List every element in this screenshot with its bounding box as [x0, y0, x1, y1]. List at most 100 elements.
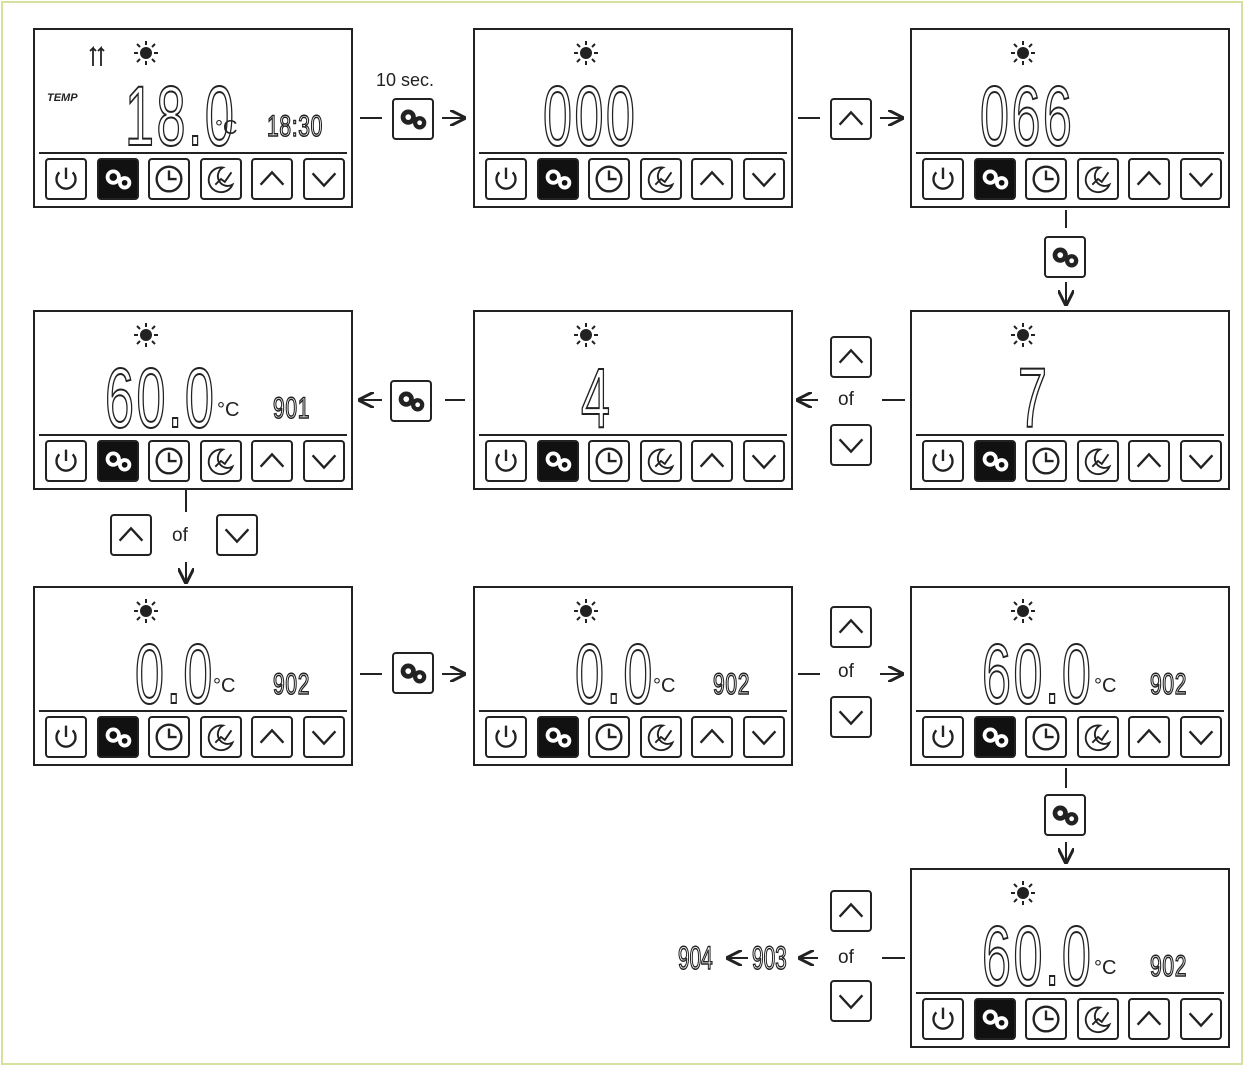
clock-button[interactable]: [148, 158, 190, 200]
power-button[interactable]: [45, 440, 87, 482]
settings-button[interactable]: [973, 158, 1016, 200]
clock-button[interactable]: [148, 440, 190, 482]
up-button[interactable]: [1128, 998, 1170, 1040]
clock-button[interactable]: [588, 440, 630, 482]
down-button[interactable]: [742, 158, 785, 200]
unit-label: °C: [1094, 675, 1117, 697]
settings-button[interactable]: [96, 440, 139, 482]
power-button[interactable]: [922, 440, 964, 482]
up-button-ext[interactable]: [830, 98, 872, 140]
down-button[interactable]: [1179, 716, 1222, 758]
sun-icon: [133, 322, 159, 348]
program-button[interactable]: [1076, 158, 1119, 200]
up-button[interactable]: [251, 716, 293, 758]
up-button[interactable]: [1128, 158, 1170, 200]
sun-icon: [1010, 40, 1036, 66]
up-button[interactable]: [1128, 440, 1170, 482]
settings-button-ext[interactable]: [392, 652, 434, 694]
settings-button[interactable]: [973, 998, 1016, 1040]
power-button[interactable]: [45, 158, 87, 200]
chevron-down-icon: [1188, 172, 1213, 188]
chevron-up-icon: [259, 452, 285, 468]
thermostat-display-p3: 066: [910, 28, 1230, 208]
gears-icon: [975, 442, 1014, 480]
settings-button[interactable]: [96, 716, 139, 758]
up-button[interactable]: [691, 158, 733, 200]
down-button-ext[interactable]: [830, 980, 872, 1022]
down-button-ext[interactable]: [830, 424, 872, 466]
down-button[interactable]: [1179, 998, 1222, 1040]
down-button[interactable]: [742, 440, 785, 482]
button-row: [39, 152, 347, 202]
program-button[interactable]: [199, 440, 242, 482]
down-button[interactable]: [302, 440, 345, 482]
up-button-ext[interactable]: [110, 514, 152, 556]
up-button[interactable]: [251, 158, 293, 200]
power-button[interactable]: [485, 716, 527, 758]
down-button[interactable]: [302, 716, 345, 758]
clock-icon: [1032, 723, 1060, 751]
program-button[interactable]: [1076, 440, 1119, 482]
sun-icon: [573, 598, 599, 624]
clock-button[interactable]: [588, 716, 630, 758]
chevron-down-icon: [311, 730, 336, 746]
clock-button[interactable]: [1025, 440, 1067, 482]
thermostat-display-p6: 7: [910, 310, 1230, 490]
settings-button[interactable]: [973, 440, 1016, 482]
down-button-ext[interactable]: [216, 514, 258, 556]
settings-button-ext[interactable]: [392, 98, 434, 140]
power-icon: [932, 167, 954, 190]
down-button[interactable]: [1179, 440, 1222, 482]
up-button-ext[interactable]: [830, 890, 872, 932]
program-button[interactable]: [199, 158, 242, 200]
chevron-up-icon: [118, 526, 144, 542]
chevron-up-icon: [1136, 452, 1162, 468]
clock-icon: [155, 165, 183, 193]
up-button[interactable]: [251, 440, 293, 482]
power-button[interactable]: [922, 716, 964, 758]
thermostat-display-p5: 4: [473, 310, 793, 490]
down-button-ext[interactable]: [830, 696, 872, 738]
clock-button[interactable]: [148, 716, 190, 758]
settings-button[interactable]: [973, 716, 1016, 758]
clock-button[interactable]: [1025, 998, 1067, 1040]
power-button[interactable]: [485, 440, 527, 482]
program-button[interactable]: [639, 158, 682, 200]
gears-icon: [1052, 247, 1079, 268]
chevron-up-icon: [259, 728, 285, 744]
sun-icon: [1010, 598, 1036, 624]
power-button[interactable]: [485, 158, 527, 200]
program-button[interactable]: [1076, 998, 1119, 1040]
program-button[interactable]: [639, 716, 682, 758]
power-button[interactable]: [922, 158, 964, 200]
power-button[interactable]: [45, 716, 87, 758]
program-button[interactable]: [639, 440, 682, 482]
up-button-ext[interactable]: [830, 606, 872, 648]
down-button[interactable]: [742, 716, 785, 758]
up-button[interactable]: [691, 440, 733, 482]
clock-button[interactable]: [588, 158, 630, 200]
moon-chart-icon: [1084, 1006, 1111, 1034]
up-button-ext[interactable]: [830, 336, 872, 378]
down-button[interactable]: [1179, 158, 1222, 200]
clock-button[interactable]: [1025, 716, 1067, 758]
settings-button-ext[interactable]: [390, 380, 432, 422]
button-row: [479, 434, 787, 484]
settings-button[interactable]: [536, 440, 579, 482]
settings-button-ext[interactable]: [1044, 794, 1086, 836]
power-button[interactable]: [922, 998, 964, 1040]
gears-icon: [538, 718, 577, 756]
settings-button[interactable]: [96, 158, 139, 200]
settings-button[interactable]: [536, 716, 579, 758]
program-button[interactable]: [199, 716, 242, 758]
settings-button[interactable]: [536, 158, 579, 200]
up-button[interactable]: [1128, 716, 1170, 758]
up-button[interactable]: [691, 716, 733, 758]
down-button[interactable]: [302, 158, 345, 200]
sun-icon: [573, 322, 599, 348]
program-button[interactable]: [1076, 716, 1119, 758]
clock-button[interactable]: [1025, 158, 1067, 200]
settings-button-ext[interactable]: [1044, 236, 1086, 278]
